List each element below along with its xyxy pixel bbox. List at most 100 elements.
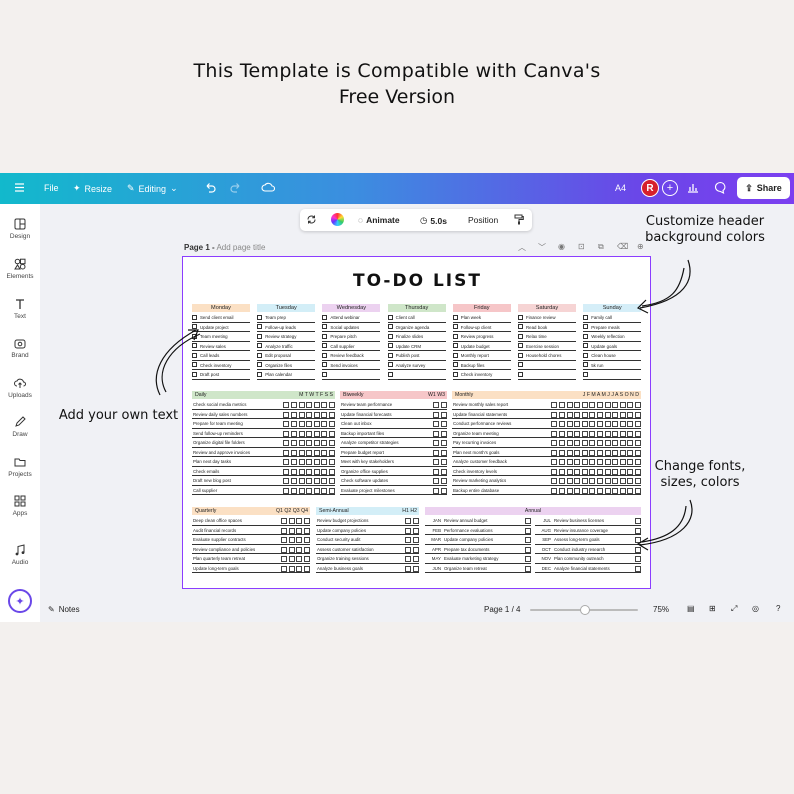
list-item[interactable]: Draft new blog post <box>192 476 335 486</box>
checkbox[interactable] <box>321 430 328 437</box>
checkbox[interactable] <box>291 411 298 418</box>
checkbox[interactable] <box>612 478 619 484</box>
checkbox[interactable] <box>321 421 328 427</box>
checkbox[interactable] <box>405 565 412 572</box>
checkbox[interactable] <box>387 371 393 377</box>
checkbox[interactable] <box>291 430 298 437</box>
checkbox[interactable] <box>635 468 641 475</box>
checkbox[interactable] <box>298 430 305 437</box>
list-item[interactable]: Update CRM <box>387 342 446 351</box>
checkbox[interactable] <box>283 459 290 465</box>
checkbox[interactable] <box>452 314 458 320</box>
sidebar-item-projects[interactable]: Projects <box>0 456 40 478</box>
list-item[interactable]: Call leads <box>192 351 250 361</box>
checkbox[interactable] <box>619 440 626 446</box>
lock-icon[interactable]: ⊡ <box>578 242 585 251</box>
checkbox[interactable] <box>589 478 596 484</box>
checkbox[interactable] <box>313 478 320 484</box>
list-item[interactable]: Update financial forecasts <box>340 410 447 419</box>
checkbox[interactable] <box>322 333 328 339</box>
list-item[interactable]: Send follow-up reminders <box>192 429 335 438</box>
list-item[interactable]: Review compliance and policies <box>192 545 310 554</box>
checkbox[interactable] <box>604 411 611 418</box>
checkbox[interactable] <box>433 487 440 494</box>
checkbox[interactable] <box>627 449 634 456</box>
list-item[interactable]: Analyze business goals <box>316 564 419 573</box>
checkbox[interactable] <box>566 478 573 484</box>
checkbox[interactable] <box>597 459 604 465</box>
share-button[interactable]: ⇪ Share <box>737 177 790 199</box>
checkbox[interactable] <box>257 362 263 368</box>
checkbox[interactable] <box>257 324 263 330</box>
list-item[interactable]: Follow-up leads <box>257 323 316 332</box>
checkbox[interactable] <box>288 565 295 572</box>
checkbox[interactable] <box>283 487 290 494</box>
checkbox[interactable] <box>551 430 558 437</box>
checkbox[interactable] <box>329 402 335 408</box>
checkbox[interactable] <box>283 402 290 408</box>
checkbox[interactable] <box>298 468 305 475</box>
checkbox[interactable] <box>452 324 458 330</box>
checkbox[interactable] <box>441 402 447 408</box>
checkbox[interactable] <box>296 546 303 553</box>
list-item[interactable]: Organize agenda <box>387 323 446 332</box>
checkbox[interactable] <box>452 352 458 358</box>
list-item[interactable]: Plan next day tasks <box>192 457 335 467</box>
checkbox[interactable] <box>627 478 634 484</box>
checkbox[interactable] <box>192 362 197 368</box>
checkbox[interactable] <box>589 421 596 427</box>
checkbox[interactable] <box>405 518 412 524</box>
list-item[interactable]: Plan week <box>452 313 511 323</box>
magic-assistant-button[interactable]: ✦ <box>8 589 32 613</box>
checkbox[interactable] <box>306 449 313 456</box>
checkbox[interactable] <box>257 371 263 377</box>
checkbox[interactable] <box>574 402 581 408</box>
list-item[interactable]: Check inventory <box>192 361 250 370</box>
insights-icon[interactable] <box>687 182 699 193</box>
animate-button[interactable]: ◌ Animate <box>358 215 400 225</box>
checkbox[interactable] <box>257 343 263 349</box>
cloud-saved-icon[interactable] <box>261 182 275 193</box>
list-item[interactable]: Publish post <box>387 351 446 361</box>
checkbox[interactable] <box>581 478 588 484</box>
checkbox[interactable] <box>559 440 566 446</box>
page-indicator[interactable]: Page 1 / 4 <box>484 605 521 614</box>
list-item[interactable]: Follow-up client <box>452 323 511 332</box>
checkbox[interactable] <box>405 546 412 553</box>
checkbox[interactable] <box>304 556 310 562</box>
list-item[interactable]: Analyze competitor strategies <box>340 438 447 448</box>
chevron-up-icon[interactable]: ︿ <box>518 243 526 252</box>
checkbox[interactable] <box>551 478 558 484</box>
checkbox[interactable] <box>281 527 288 534</box>
checkbox[interactable] <box>635 556 641 562</box>
checkbox[interactable] <box>257 314 263 320</box>
list-item[interactable]: Call supplier <box>192 486 335 495</box>
checkbox[interactable] <box>257 352 263 358</box>
checkbox[interactable] <box>291 440 298 446</box>
checkbox[interactable] <box>635 478 641 484</box>
list-item[interactable]: Organize training sessions <box>316 554 419 564</box>
zoom-slider[interactable] <box>530 605 638 615</box>
checkbox[interactable] <box>441 440 447 446</box>
checkbox[interactable] <box>635 546 641 553</box>
checkbox[interactable] <box>283 449 290 456</box>
checkbox[interactable] <box>192 371 197 377</box>
checkbox[interactable] <box>322 314 328 320</box>
checkbox[interactable] <box>313 402 320 408</box>
undo-icon[interactable] <box>204 182 216 193</box>
sidebar-item-apps[interactable]: Apps <box>0 495 40 517</box>
checkbox[interactable] <box>604 449 611 456</box>
list-item[interactable]: Analyze survey <box>387 361 446 370</box>
checkbox[interactable] <box>306 468 313 475</box>
checkbox[interactable] <box>321 449 328 456</box>
checkbox[interactable] <box>313 440 320 446</box>
checkbox[interactable] <box>619 487 626 494</box>
list-item[interactable]: Review progress <box>452 332 511 342</box>
checkbox[interactable] <box>291 468 298 475</box>
checkbox[interactable] <box>612 411 619 418</box>
checkbox[interactable] <box>313 411 320 418</box>
list-item[interactable]: Update budget <box>452 342 511 351</box>
